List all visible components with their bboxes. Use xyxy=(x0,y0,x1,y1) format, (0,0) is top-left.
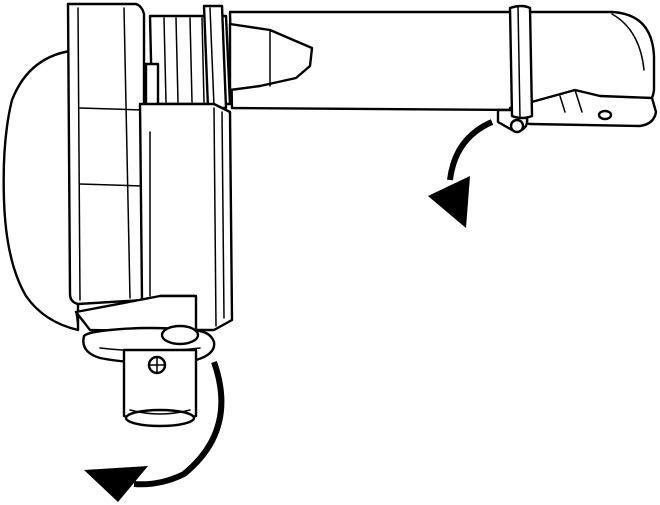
upper-rotation-arrow xyxy=(428,119,494,228)
lower-swivel-mount xyxy=(82,324,216,428)
lower-rotation-arrow xyxy=(84,361,225,502)
horizontal-tube xyxy=(228,4,658,134)
main-housing xyxy=(2,2,234,334)
